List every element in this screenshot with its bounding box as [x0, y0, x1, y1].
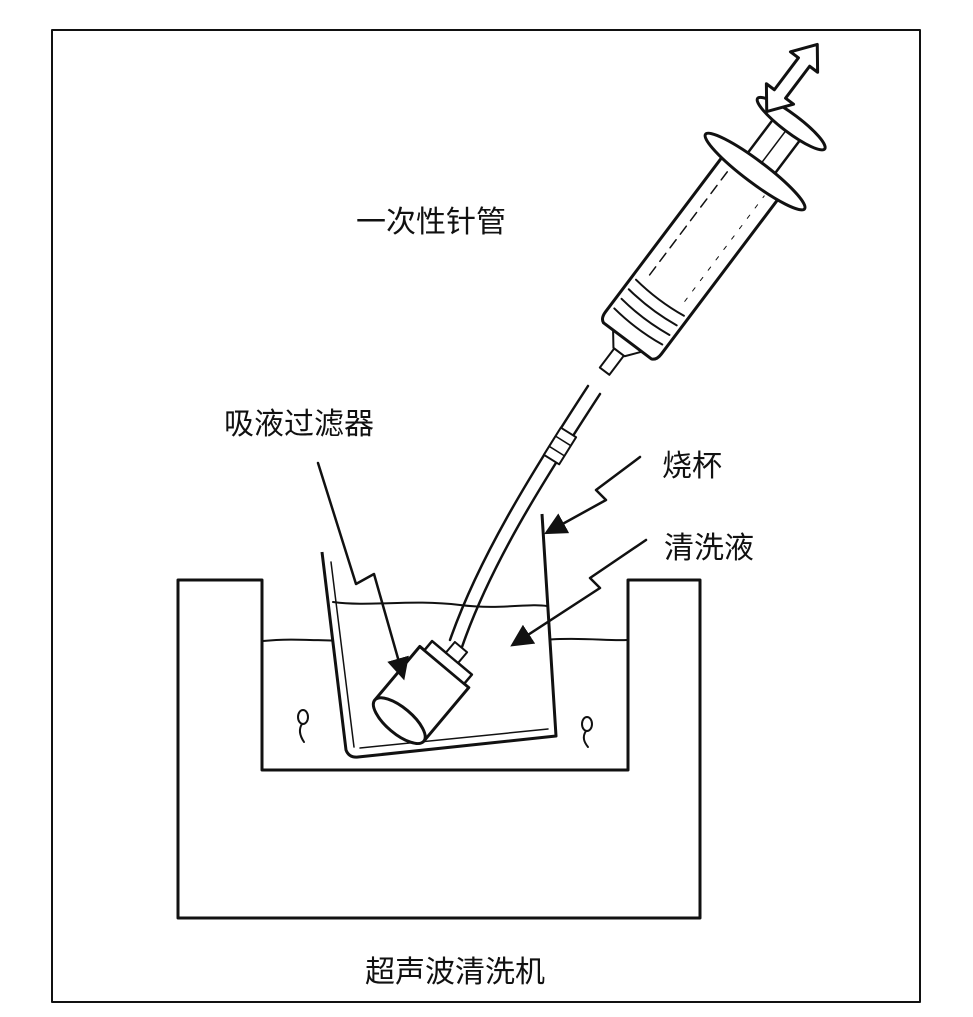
leader-filter [316, 461, 409, 681]
syringe-stopper [613, 278, 685, 346]
cleaner-tank-body [176, 578, 702, 920]
diagram-frame [51, 29, 921, 1003]
tube-connector [542, 426, 578, 466]
suction-filter [371, 639, 474, 745]
label-syringe: 一次性针管 [356, 205, 506, 240]
label-filter: 吸液过滤器 [224, 407, 374, 442]
beaker-inner-wall-bottom [359, 728, 549, 749]
label-cleaner: 超声波清洗机 [365, 955, 545, 990]
beaker-inner-wall-left [330, 561, 355, 748]
leader-beaker [544, 455, 642, 535]
beaker-liquid-line [332, 601, 548, 608]
label-beaker: 烧杯 [662, 449, 722, 484]
syringe-flange [703, 131, 807, 212]
syringe [598, 95, 827, 376]
bubble-right [581, 716, 593, 748]
suction-tube [448, 384, 602, 649]
leader-liquid [510, 538, 648, 647]
bubble-left [297, 709, 309, 743]
label-liquid: 清洗液 [664, 531, 754, 566]
filter-bottom-face [371, 696, 427, 745]
push-pull-arrow-icon [764, 42, 820, 114]
